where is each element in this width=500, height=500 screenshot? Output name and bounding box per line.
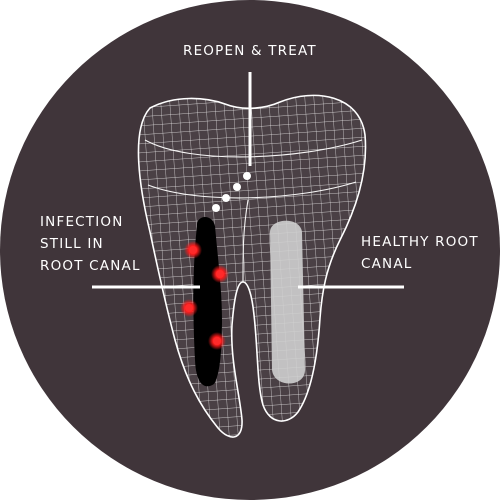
reopen-dot: [233, 183, 241, 191]
reopen-dot: [243, 172, 251, 180]
crown-contour: [144, 139, 363, 158]
healthy-label-line-2: CANAL: [361, 256, 413, 272]
healthy-label-line-1: HEALTHY ROOT: [361, 234, 479, 250]
infection-label-line-1: INFECTION: [40, 214, 124, 230]
reopen-dot: [222, 194, 230, 202]
reopen-treat-label: REOPEN & TREAT: [183, 40, 317, 62]
reopen-dot: [212, 204, 220, 212]
infection-dot: [213, 337, 221, 345]
reopen-pointer: [212, 72, 252, 212]
infection-dot: [185, 304, 193, 312]
crown-contour: [147, 181, 357, 199]
root-split-contour: [242, 199, 249, 283]
reopen-treat-text: REOPEN & TREAT: [183, 43, 317, 59]
infection-label-line-3: ROOT CANAL: [40, 258, 141, 274]
infection-label-line-2: STILL IN: [40, 236, 104, 252]
healthy-root-canal: [270, 220, 305, 384]
infection-dot: [216, 270, 224, 278]
infection-sites: [180, 241, 229, 350]
healthy-root-label: HEALTHY ROOT CANAL: [361, 231, 479, 275]
infection-dot: [189, 246, 197, 254]
infection-label: INFECTION STILL IN ROOT CANAL: [40, 211, 141, 277]
